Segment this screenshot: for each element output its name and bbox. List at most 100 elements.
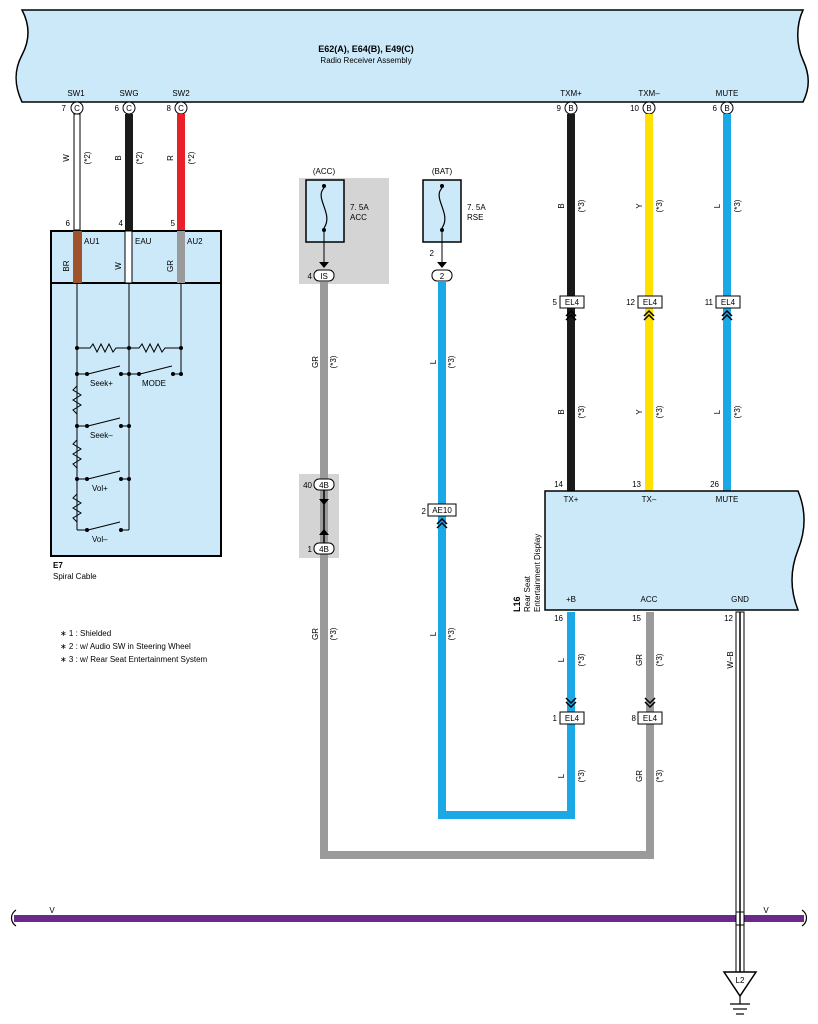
connector-label: EL4 [721, 298, 736, 307]
display-pin-label: TX– [642, 495, 657, 504]
note-line: ∗ 3 : w/ Rear Seat Entertainment System [60, 655, 208, 664]
display-pin-label: ACC [641, 595, 658, 604]
pin-number: 7 [62, 104, 67, 113]
display-pin-label: MUTE [716, 495, 739, 504]
wire-sw1-white [73, 113, 81, 231]
connector-number: 11 [705, 298, 714, 307]
connector-code: B [646, 104, 651, 113]
spiral-pin-label: AU2 [187, 237, 203, 246]
wire-note-label: (*3) [655, 769, 664, 782]
spiral-wire-color: BR [62, 260, 71, 271]
fuse-rse: (BAT) 7. 5A RSE 2 2 [422, 167, 486, 282]
radio-pin-mute: MUTE 6 B [713, 89, 739, 115]
wire-color-label: Y [635, 203, 644, 209]
wire-note-label: (*2) [83, 151, 92, 164]
wire-note-label: (*2) [135, 151, 144, 164]
connector-el4-upper-2: 12 EL4 [626, 295, 663, 321]
wire-color-label: Y [635, 409, 644, 415]
wire-note-label: (*3) [577, 653, 586, 666]
switch-label-vol-minus: Vol– [92, 535, 108, 544]
connector-number: 1 [553, 714, 558, 723]
wire-acc-gray [320, 282, 654, 859]
spiral-pin-label: EAU [135, 237, 152, 246]
fuse-pin-number: 4 [308, 272, 313, 281]
wire-sw2-red [177, 114, 185, 230]
pin-number: 6 [115, 104, 120, 113]
spiral-pin-number: 6 [66, 219, 71, 228]
note-line: ∗ 2 : w/ Audio SW in Steering Wheel [60, 642, 191, 651]
wire-color-label: L [713, 409, 722, 414]
wire-labels: W (*2) B (*2) R (*2) B (*3) Y (*3) L (*3… [62, 151, 742, 782]
steering-switch-circuit [72, 283, 182, 531]
spiral-name: Spiral Cable [53, 572, 97, 581]
pin-label: MUTE [716, 89, 739, 98]
connector-number: 8 [632, 714, 637, 723]
junction-4b: 40 4B 1 4B [303, 478, 335, 555]
connector-code: B [568, 104, 573, 113]
fuse-source: (ACC) [313, 167, 336, 176]
fuse-rating: 7. 5A [467, 203, 486, 212]
wire-note-label: (*3) [329, 355, 338, 368]
connector-label: EL4 [643, 298, 658, 307]
fuse-name: RSE [467, 213, 483, 222]
wire-color-label: L [429, 359, 438, 364]
spiral-ref: E7 [53, 561, 63, 570]
connector-code: B [724, 104, 729, 113]
display-name-line2: Entertainment Display [533, 534, 542, 612]
connector-label: EL4 [643, 714, 658, 723]
display-name-line1: Rear Seat [523, 575, 532, 612]
display-pin-number: 13 [632, 480, 641, 489]
junction-top-number: 40 [303, 481, 312, 490]
connector-label: AE10 [432, 506, 452, 515]
wire-color-label: W–B [726, 651, 735, 668]
wire-note-label: (*3) [733, 199, 742, 212]
fuse-rating: 7. 5A [350, 203, 369, 212]
fuse-source: (BAT) [432, 167, 453, 176]
wire-note-label: (*3) [329, 627, 338, 640]
wire-color-label: L [429, 631, 438, 636]
connector-ae10: 2 AE10 [422, 503, 457, 529]
wire-color-label: B [114, 155, 123, 160]
wire-note-label: (*2) [187, 151, 196, 164]
note-line: ∗ 1 : Shielded [60, 629, 111, 638]
wire-color-label: L [713, 203, 722, 208]
connector-el4-lower-2: 8 EL4 [632, 697, 663, 725]
spiral-pin-label: AU1 [84, 237, 100, 246]
connector-label: EL4 [565, 714, 580, 723]
spiral-pin-number: 4 [119, 219, 124, 228]
wire-note-label: (*3) [577, 199, 586, 212]
junction-bottom-number: 1 [308, 545, 313, 554]
connector-el4-upper-3: 11 EL4 [705, 295, 741, 321]
connector-number: 12 [626, 298, 635, 307]
wire-color-label: B [557, 203, 566, 208]
spiral-wire-color: GR [166, 260, 175, 272]
display-pin-number: 14 [554, 480, 563, 489]
wire-color-label: R [166, 155, 175, 161]
pin-label: SW2 [172, 89, 190, 98]
wire-color-label: GR [635, 654, 644, 666]
wire-note-label: (*3) [655, 199, 664, 212]
display-pin-label: TX+ [564, 495, 579, 504]
spiral-wire-color: W [114, 262, 123, 270]
pin-label: SW1 [67, 89, 85, 98]
wire-note-label: (*3) [733, 405, 742, 418]
wire-color-label: GR [635, 770, 644, 782]
wire-swg-black [125, 114, 133, 230]
junction-top-label: 4B [319, 481, 329, 490]
display-pin-number: 12 [724, 614, 733, 623]
wire-note-label: (*3) [577, 405, 586, 418]
pin-number: 8 [167, 104, 172, 113]
fuse-connector-code: 2 [440, 272, 445, 281]
display-pin-label: GND [731, 595, 749, 604]
wire-note-label: (*3) [655, 653, 664, 666]
pin-label: SWG [119, 89, 138, 98]
radio-pin-txm-plus: TXM+ 9 B [557, 89, 582, 115]
ground-l2: L2 [722, 971, 758, 1015]
wire-color-label: L [557, 773, 566, 778]
display-pin-number: 15 [632, 614, 641, 623]
switch-label-seek-plus: Seek+ [90, 379, 113, 388]
connector-code: C [126, 104, 132, 113]
radio-ref: E62(A), E64(B), E49(C) [318, 44, 414, 54]
pin-number: 6 [713, 104, 718, 113]
fuse-acc: (ACC) 7. 5A ACC 4 IS [305, 167, 369, 282]
